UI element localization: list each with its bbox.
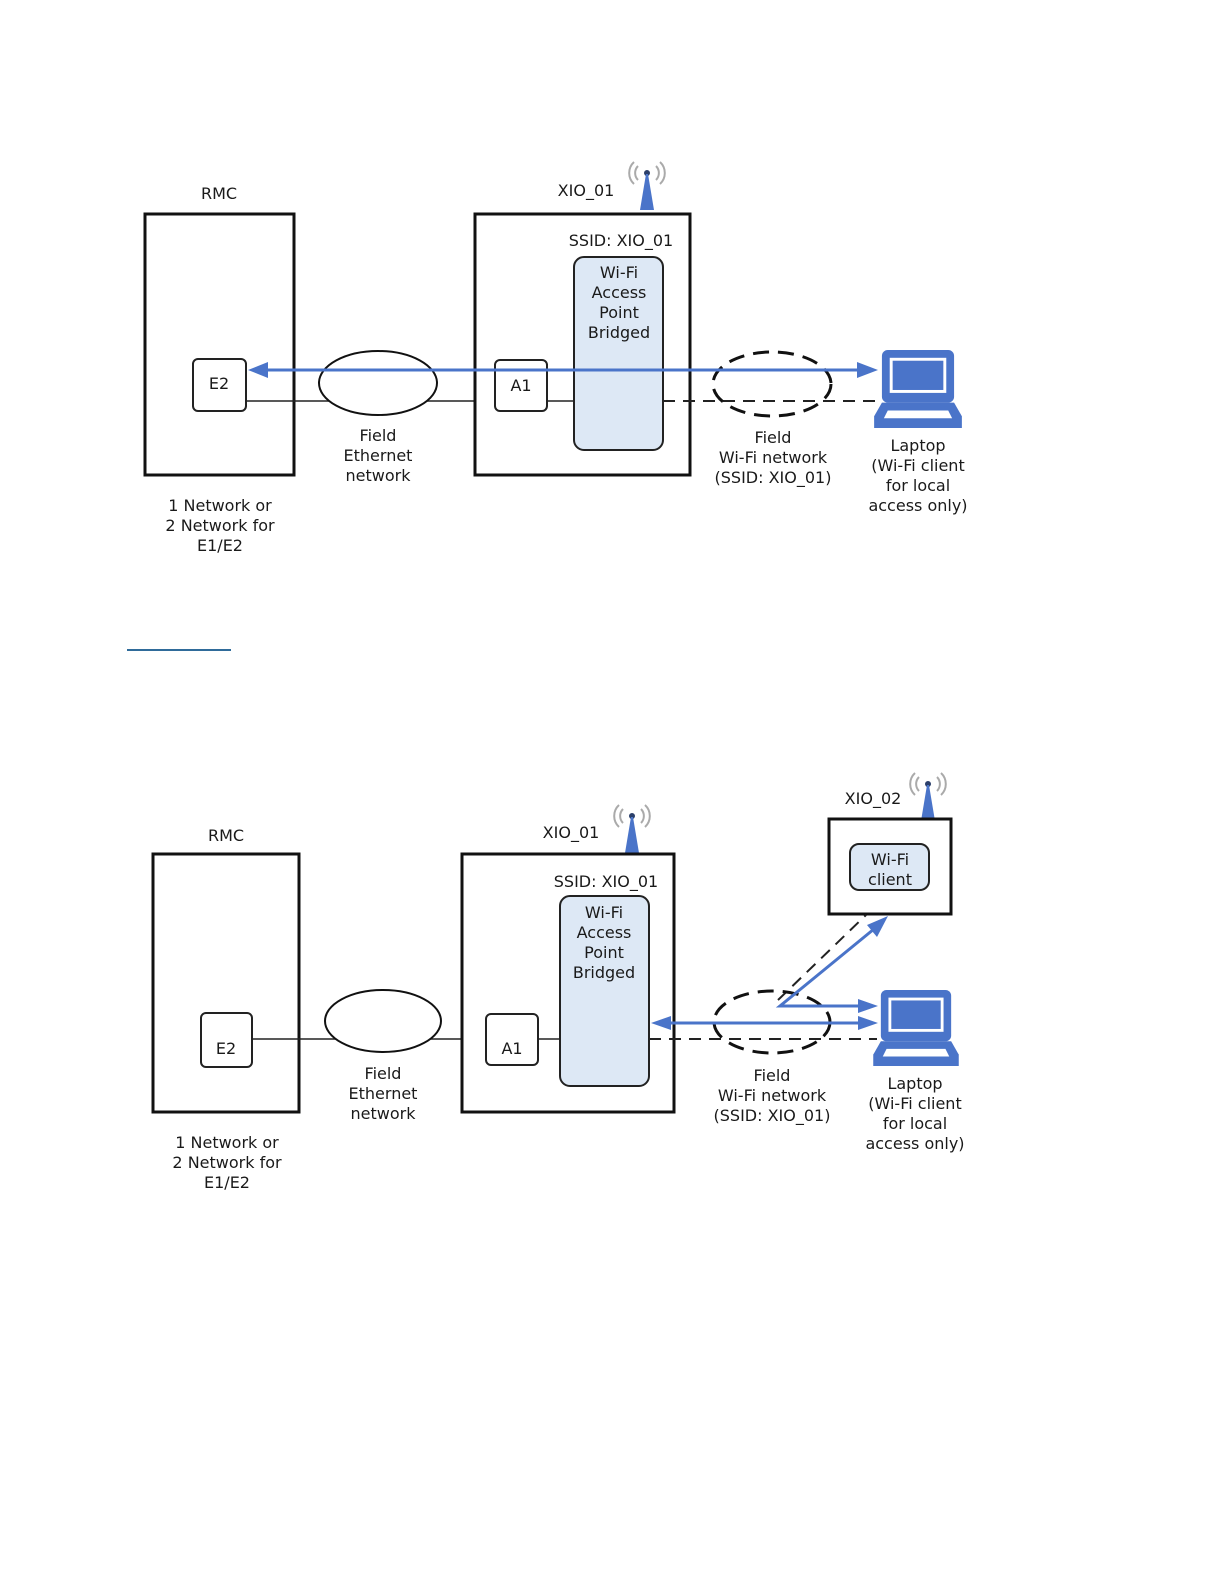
rmc-note-line-1: 1 Network or <box>175 1133 279 1152</box>
arrowhead-left-icon <box>248 362 268 378</box>
xio-ssid: SSID: XIO_01 <box>569 231 673 251</box>
wifi-label-line-2: Wi-Fi network <box>719 448 828 467</box>
ap-label-line-3: Point <box>584 943 624 962</box>
rmc-note-line-3: E1/E2 <box>197 536 243 555</box>
arrowhead-right-icon <box>858 1016 878 1030</box>
rmc-port-e2 <box>200 1012 253 1068</box>
ap-label-line-1: Wi-Fi <box>600 263 638 282</box>
ethernet-network-cloud <box>324 989 442 1053</box>
antenna-icon <box>628 161 666 211</box>
rmc-note-line-2: 2 Network for <box>172 1153 282 1172</box>
ap-label-line-4: Bridged <box>573 963 635 982</box>
client-label-line-1: Wi-Fi <box>871 850 909 869</box>
ethernet-label-line-3: network <box>351 1104 417 1123</box>
ethernet-label-line-1: Field <box>365 1064 402 1083</box>
wifi-label-line-1: Field <box>755 428 792 447</box>
arrowhead-right-icon <box>858 999 878 1013</box>
xio-port-a1 <box>494 359 548 412</box>
branch-flow-arrow <box>775 927 875 1008</box>
diagram-1: RMC E2 1 Network or 2 Network for E1/E2 … <box>143 161 968 555</box>
ethernet-label-line-1: Field <box>360 426 397 445</box>
laptop-label-line-3: for local <box>883 1114 947 1133</box>
ap-label-line-2: Access <box>577 923 632 942</box>
ethernet-label-line-2: Ethernet <box>349 1084 418 1103</box>
rmc-title: RMC <box>201 184 237 203</box>
wifi-label-line-2: Wi-Fi network <box>718 1086 827 1105</box>
laptop-label-line-3: for local <box>886 476 950 495</box>
ap-label-line-3: Point <box>599 303 639 322</box>
rmc-box <box>151 852 301 1114</box>
xio2-title: XIO_02 <box>845 789 902 809</box>
wifi-access-point <box>559 895 650 1087</box>
xio-port-label: A1 <box>510 376 531 395</box>
wifi-link-xio2 <box>777 914 867 1001</box>
laptop-label-line-2: (Wi-Fi client <box>868 1094 961 1113</box>
ethernet-network-cloud <box>318 350 438 416</box>
laptop-label-line-4: access only) <box>865 1134 964 1153</box>
arrowhead-left-icon <box>651 1016 671 1030</box>
antenna-icon <box>909 772 947 822</box>
ap-label-line-2: Access <box>592 283 647 302</box>
laptop-label-line-2: (Wi-Fi client <box>871 456 964 475</box>
wifi-client-module <box>849 843 930 891</box>
laptop-label-line-1: Laptop <box>890 436 945 455</box>
rmc-port-label: E2 <box>209 374 229 393</box>
rmc-port-label: E2 <box>216 1039 236 1058</box>
rmc-box <box>143 212 296 477</box>
wifi-access-point <box>573 256 664 451</box>
arrowhead-up-icon <box>867 916 888 937</box>
wifi-label-line-3: (SSID: XIO_01) <box>715 468 832 488</box>
xio-port-label: A1 <box>501 1039 522 1058</box>
client-label-line-2: client <box>868 870 912 889</box>
rmc-note-line-2: 2 Network for <box>165 516 275 535</box>
ap-label-line-4: Bridged <box>588 323 650 342</box>
diagram-2: RMC E2 1 Network or 2 Network for E1/E2 … <box>151 772 965 1192</box>
ap-label-line-1: Wi-Fi <box>585 903 623 922</box>
rmc-note-line-3: E1/E2 <box>204 1173 250 1192</box>
ethernet-label-line-3: network <box>346 466 412 485</box>
wifi-label-line-3: (SSID: XIO_01) <box>714 1106 831 1126</box>
rmc-title: RMC <box>208 826 244 845</box>
ethernet-label-line-2: Ethernet <box>344 446 413 465</box>
laptop-icon <box>874 350 962 428</box>
wifi-label-line-1: Field <box>754 1066 791 1085</box>
laptop-icon <box>873 990 959 1066</box>
rmc-port-e2 <box>192 358 247 412</box>
wifi-network-cloud <box>711 350 833 418</box>
xio-title: XIO_01 <box>558 181 615 201</box>
laptop-label-line-1: Laptop <box>887 1074 942 1093</box>
laptop-label-line-4: access only) <box>868 496 967 515</box>
rmc-note-line-1: 1 Network or <box>168 496 272 515</box>
xio-title: XIO_01 <box>543 823 600 843</box>
xio-ssid: SSID: XIO_01 <box>554 872 658 892</box>
antenna-icon <box>613 804 651 854</box>
arrowhead-right-icon <box>857 362 878 378</box>
